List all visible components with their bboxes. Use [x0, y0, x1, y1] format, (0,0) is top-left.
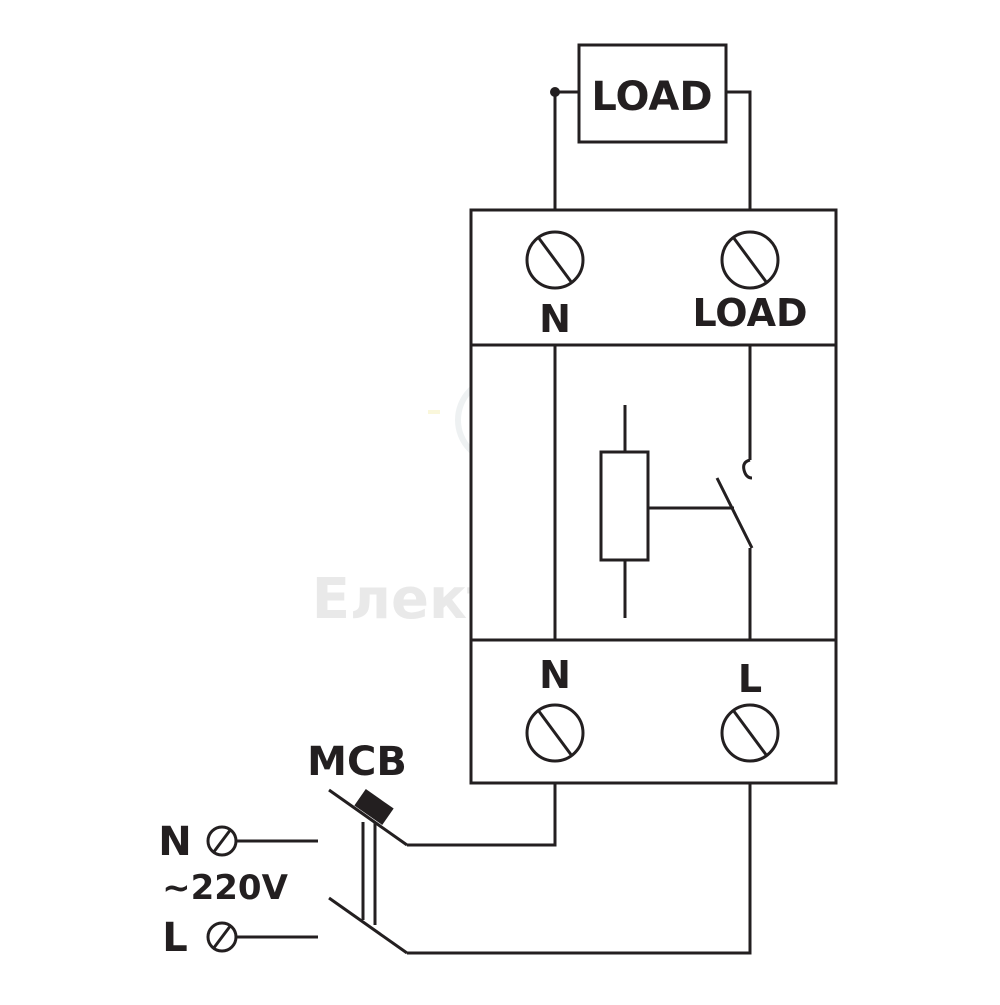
bottom-terminal-label-l: L	[738, 657, 762, 701]
switch-contact-hook	[742, 458, 753, 480]
mcb-label: MCB	[307, 739, 407, 785]
bottom-terminal-label-n: N	[539, 653, 571, 697]
relay-coil	[599, 405, 734, 618]
supply-line-terminal	[206, 921, 318, 953]
load-neutral-wire	[553, 90, 579, 212]
supply-line-label: L	[162, 915, 188, 961]
supply-voltage-label: ~220V	[162, 868, 288, 908]
bottom-terminal-block	[469, 638, 838, 785]
bottom-right-terminal	[720, 703, 780, 763]
device-body	[469, 343, 838, 642]
neutral-supply-wire	[407, 783, 557, 847]
top-left-terminal	[525, 230, 585, 290]
bottom-left-terminal	[525, 703, 585, 763]
load-output-wire	[726, 90, 752, 212]
mcb-breaker	[328, 788, 408, 955]
mcb-handle	[354, 789, 394, 825]
load-box	[577, 43, 728, 144]
top-terminal-label-load: LOAD	[692, 291, 807, 335]
top-right-terminal	[720, 230, 780, 290]
junction-dot	[550, 87, 560, 97]
top-terminal-label-n: N	[539, 297, 571, 341]
line-supply-wire	[407, 783, 752, 955]
relay-device	[469, 208, 838, 785]
load-box-label: LOAD	[591, 74, 712, 120]
supply-neutral-label: N	[158, 819, 191, 865]
supply-neutral-terminal	[206, 825, 318, 857]
relay-switch-blade	[715, 477, 754, 549]
